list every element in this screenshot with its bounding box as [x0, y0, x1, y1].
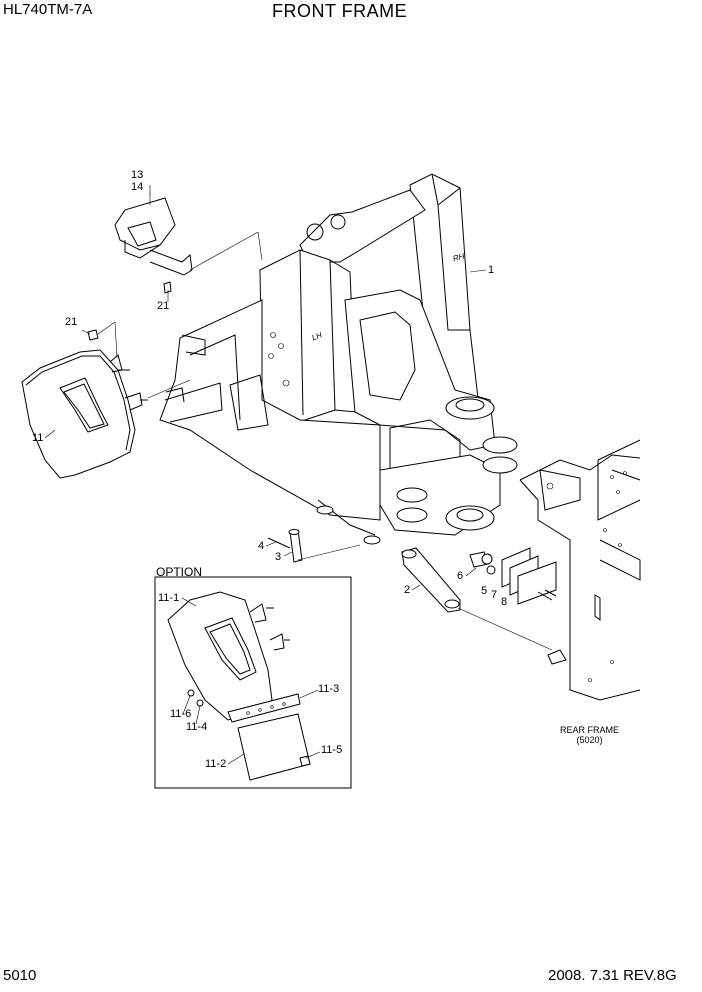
callout-11-3: 11-3 — [318, 683, 340, 695]
callout-21-step: 21 — [157, 300, 170, 312]
revision-date: 2008. 7.31 REV.8G — [548, 967, 677, 984]
callout-3: 3 — [275, 551, 282, 563]
rear-frame-page-ref: (5020) — [576, 735, 603, 746]
callout-1: 1 — [488, 264, 495, 276]
page-number: 5010 — [3, 967, 37, 984]
fender-part-11 — [21, 321, 191, 479]
front-frame-part-1 — [159, 173, 518, 545]
callout-14: 14 — [131, 181, 144, 193]
callout-11: 11 — [32, 432, 44, 444]
rear-frame-outline — [519, 439, 641, 701]
model-number: HL740TM-7A — [3, 1, 93, 18]
callout-5: 5 — [481, 585, 488, 597]
callout-7: 7 — [491, 589, 498, 601]
option-label: OPTION — [156, 565, 203, 579]
callout-4: 4 — [258, 540, 265, 552]
page-title: FRONT FRAME — [272, 1, 408, 21]
callout-2: 2 — [404, 584, 411, 596]
callout-8: 8 — [501, 596, 508, 608]
callout-6: 6 — [457, 570, 464, 582]
callout-11-2: 11-2 — [205, 758, 227, 770]
rear-frame-reference: REAR FRAME (5020) — [560, 725, 619, 746]
rear-frame-label: REAR FRAME — [560, 725, 620, 735]
bolt-and-plates-5-6-7-8 — [469, 547, 557, 605]
option-box — [154, 576, 352, 789]
pin-parts-3-4 — [267, 529, 361, 563]
callout-11-5: 11-5 — [321, 744, 343, 756]
callout-13: 13 — [131, 169, 144, 181]
leader-lines — [44, 193, 487, 765]
callout-11-4: 11-4 — [186, 721, 208, 733]
step-bracket-13-14 — [114, 185, 263, 294]
callout-11-1: 11-1 — [158, 592, 180, 604]
link-part-2 — [401, 547, 553, 651]
callout-11-6: 11-6 — [170, 708, 192, 720]
callout-21-fender: 21 — [65, 316, 78, 328]
